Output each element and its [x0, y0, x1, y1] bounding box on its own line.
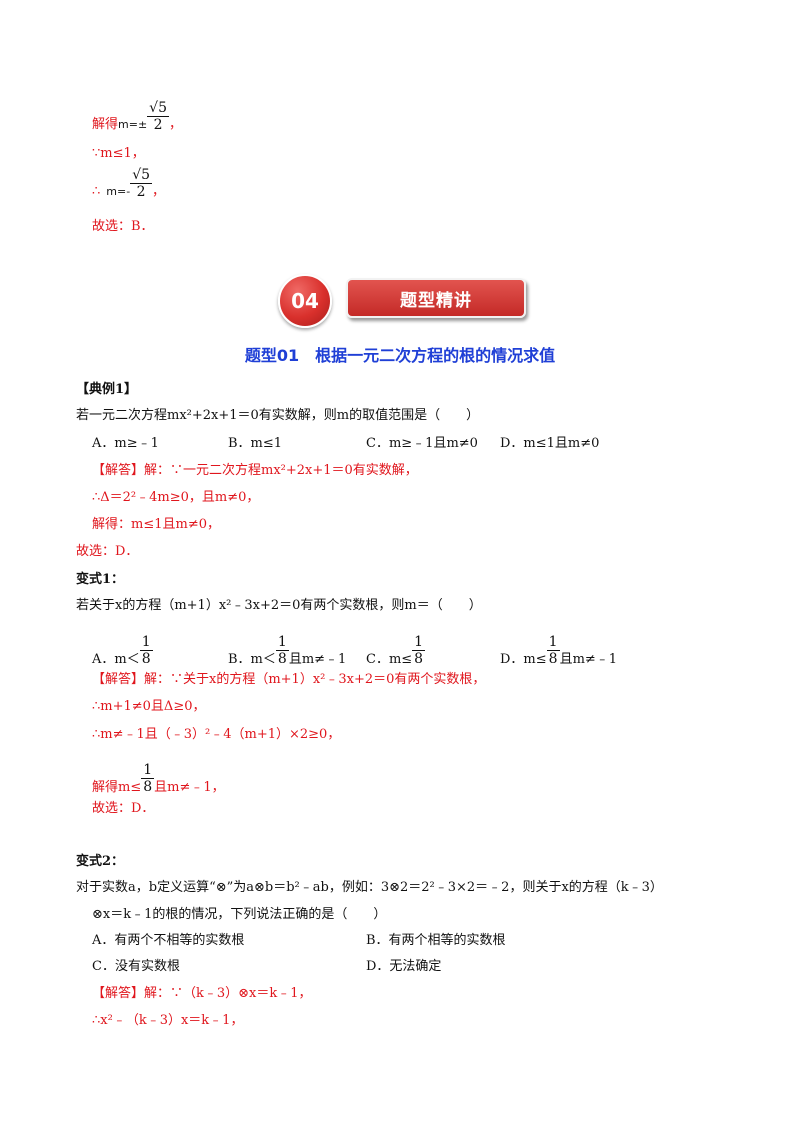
intro-line-2: ∵m≤1，	[92, 146, 145, 161]
solution-line: 【解答】解：∵（k﹣3）⊗x＝k﹣1，	[92, 986, 312, 1001]
solution-line: 【解答】解：∵一元二次方程mx²+2x+1＝0有实数解，	[92, 463, 418, 478]
question-text: ⊗x＝k﹣1的根的情况，下列说法正确的是（ ）	[92, 907, 387, 922]
topic-heading: 题型01 根据一元二次方程的根的情况求值	[244, 346, 556, 365]
option-d: D．m≤1且m≠0	[500, 436, 600, 451]
answer-line: 故选：D．	[92, 801, 155, 816]
example-label: 【典例1】	[76, 382, 138, 397]
solution-line: 【解答】解：∵关于x的方程（m+1）x²﹣3x+2＝0有两个实数根，	[92, 672, 486, 687]
option-b: B．m≤1	[228, 436, 283, 451]
option-d: D．无法确定	[366, 959, 442, 974]
option-c: C．没有实数根	[92, 959, 180, 974]
solution-line: ∴m+1≠0且Δ≥0，	[92, 699, 206, 714]
section-title-bar: 题型精讲	[346, 278, 526, 318]
option-b: B．有两个相等的实数根	[366, 933, 506, 948]
solution-line: ∴m≠﹣1且（﹣3）²﹣4（m+1）×2≥0，	[92, 727, 341, 742]
answer-line: 故选：D．	[76, 544, 139, 559]
option-a: A．m≥﹣1	[92, 436, 159, 451]
question-text: 若一元二次方程mx²+2x+1＝0有实数解，则m的取值范围是（ ）	[76, 408, 480, 423]
question-text: 若关于x的方程（m+1）x²﹣3x+2＝0有两个实数根，则m＝（ ）	[76, 598, 482, 613]
variant-label: 变式1：	[76, 572, 125, 587]
intro-line-4: 故选：B．	[92, 219, 154, 234]
option-a: A．有两个不相等的实数根	[92, 933, 245, 948]
solution-line: ∴x²﹣（k﹣3）x＝k﹣1，	[92, 1013, 244, 1028]
option-c: C．m≥﹣1且m≠0	[366, 436, 478, 451]
variant-label: 变式2：	[76, 854, 125, 869]
solution-line: 解得：m≤1且m≠0，	[92, 517, 220, 532]
solution-line: ∴Δ＝2²﹣4m≥0，且m≠0，	[92, 490, 260, 505]
section-banner: 04 题型精讲	[278, 272, 528, 330]
section-number-badge: 04	[278, 274, 332, 328]
question-text: 对于实数a，b定义运算“⊗”为a⊗b＝b²﹣ab，例如：3⊗2＝2²﹣3×2＝﹣…	[76, 880, 663, 895]
